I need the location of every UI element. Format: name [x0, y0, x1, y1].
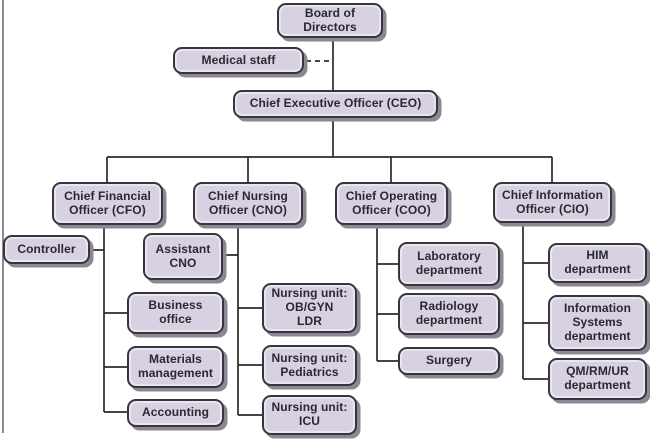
node-board-of-directors: Board of Directors: [277, 3, 383, 38]
node-materials-management: Materials management: [127, 346, 224, 388]
node-label-ceo: Chief Executive Officer (CEO): [249, 96, 422, 111]
node-nursing-obgyn-ldr: Nursing unit: OB/GYN LDR: [262, 283, 357, 333]
node-cio: Chief Information Officer (CIO): [493, 182, 612, 223]
node-label-board: Board of Directors: [303, 5, 357, 34]
node-label-laboratory-department: Laboratory department: [415, 249, 483, 277]
node-nursing-icu: Nursing unit: ICU: [262, 395, 357, 435]
node-label-business-office: Business office: [148, 298, 203, 326]
node-label-qm-rm-ur-department: QM/RM/UR department: [564, 364, 631, 392]
node-label-cno: Chief Nursing Officer (CNO): [208, 188, 288, 217]
node-label-materials-management: Materials management: [137, 352, 214, 380]
node-assistant-cno: Assistant CNO: [143, 233, 223, 280]
node-label-him-department: HIM department: [564, 248, 631, 276]
node-qm-rm-ur-department: QM/RM/UR department: [548, 358, 647, 400]
node-label-nursing-pediatrics: Nursing unit: Pediatrics: [271, 350, 348, 379]
node-medical-staff: Medical staff: [173, 47, 304, 74]
node-information-systems-department: Information Systems department: [548, 295, 647, 351]
node-radiology-department: Radiology department: [398, 293, 500, 335]
node-cno: Chief Nursing Officer (CNO): [193, 182, 303, 225]
node-laboratory-department: Laboratory department: [398, 242, 500, 286]
connector-ceo-officers: [106, 118, 553, 182]
connector-coo-branch: [376, 225, 398, 362]
connector-cio-branch: [522, 223, 548, 380]
node-label-medical-staff: Medical staff: [201, 52, 276, 67]
connector-cno-branch: [223, 225, 262, 416]
node-label-coo: Chief Operating Officer (COO): [345, 188, 438, 217]
node-label-accounting: Accounting: [142, 405, 209, 420]
node-cfo: Chief Financial Officer (CFO): [52, 182, 163, 225]
node-accounting: Accounting: [127, 399, 224, 427]
node-surgery: Surgery: [398, 347, 500, 375]
node-label-assistant-cno: Assistant CNO: [155, 241, 211, 270]
node-controller: Controller: [3, 235, 90, 264]
node-ceo: Chief Executive Officer (CEO): [233, 90, 438, 118]
node-label-nursing-icu: Nursing unit: ICU: [271, 400, 348, 428]
node-coo: Chief Operating Officer (COO): [335, 182, 448, 225]
node-label-radiology-department: Radiology department: [415, 299, 483, 327]
node-label-cfo: Chief Financial Officer (CFO): [64, 188, 151, 217]
node-him-department: HIM department: [548, 243, 647, 283]
connector-cfo-branch: [90, 225, 127, 413]
node-label-information-systems-department: Information Systems department: [563, 301, 632, 343]
node-label-nursing-obgyn-ldr: Nursing unit: OB/GYN LDR: [271, 286, 348, 328]
node-label-surgery: Surgery: [425, 353, 473, 368]
node-nursing-pediatrics: Nursing unit: Pediatrics: [262, 345, 357, 386]
node-label-controller: Controller: [17, 241, 76, 256]
node-business-office: Business office: [127, 292, 224, 334]
node-label-cio: Chief Information Officer (CIO): [501, 187, 604, 216]
